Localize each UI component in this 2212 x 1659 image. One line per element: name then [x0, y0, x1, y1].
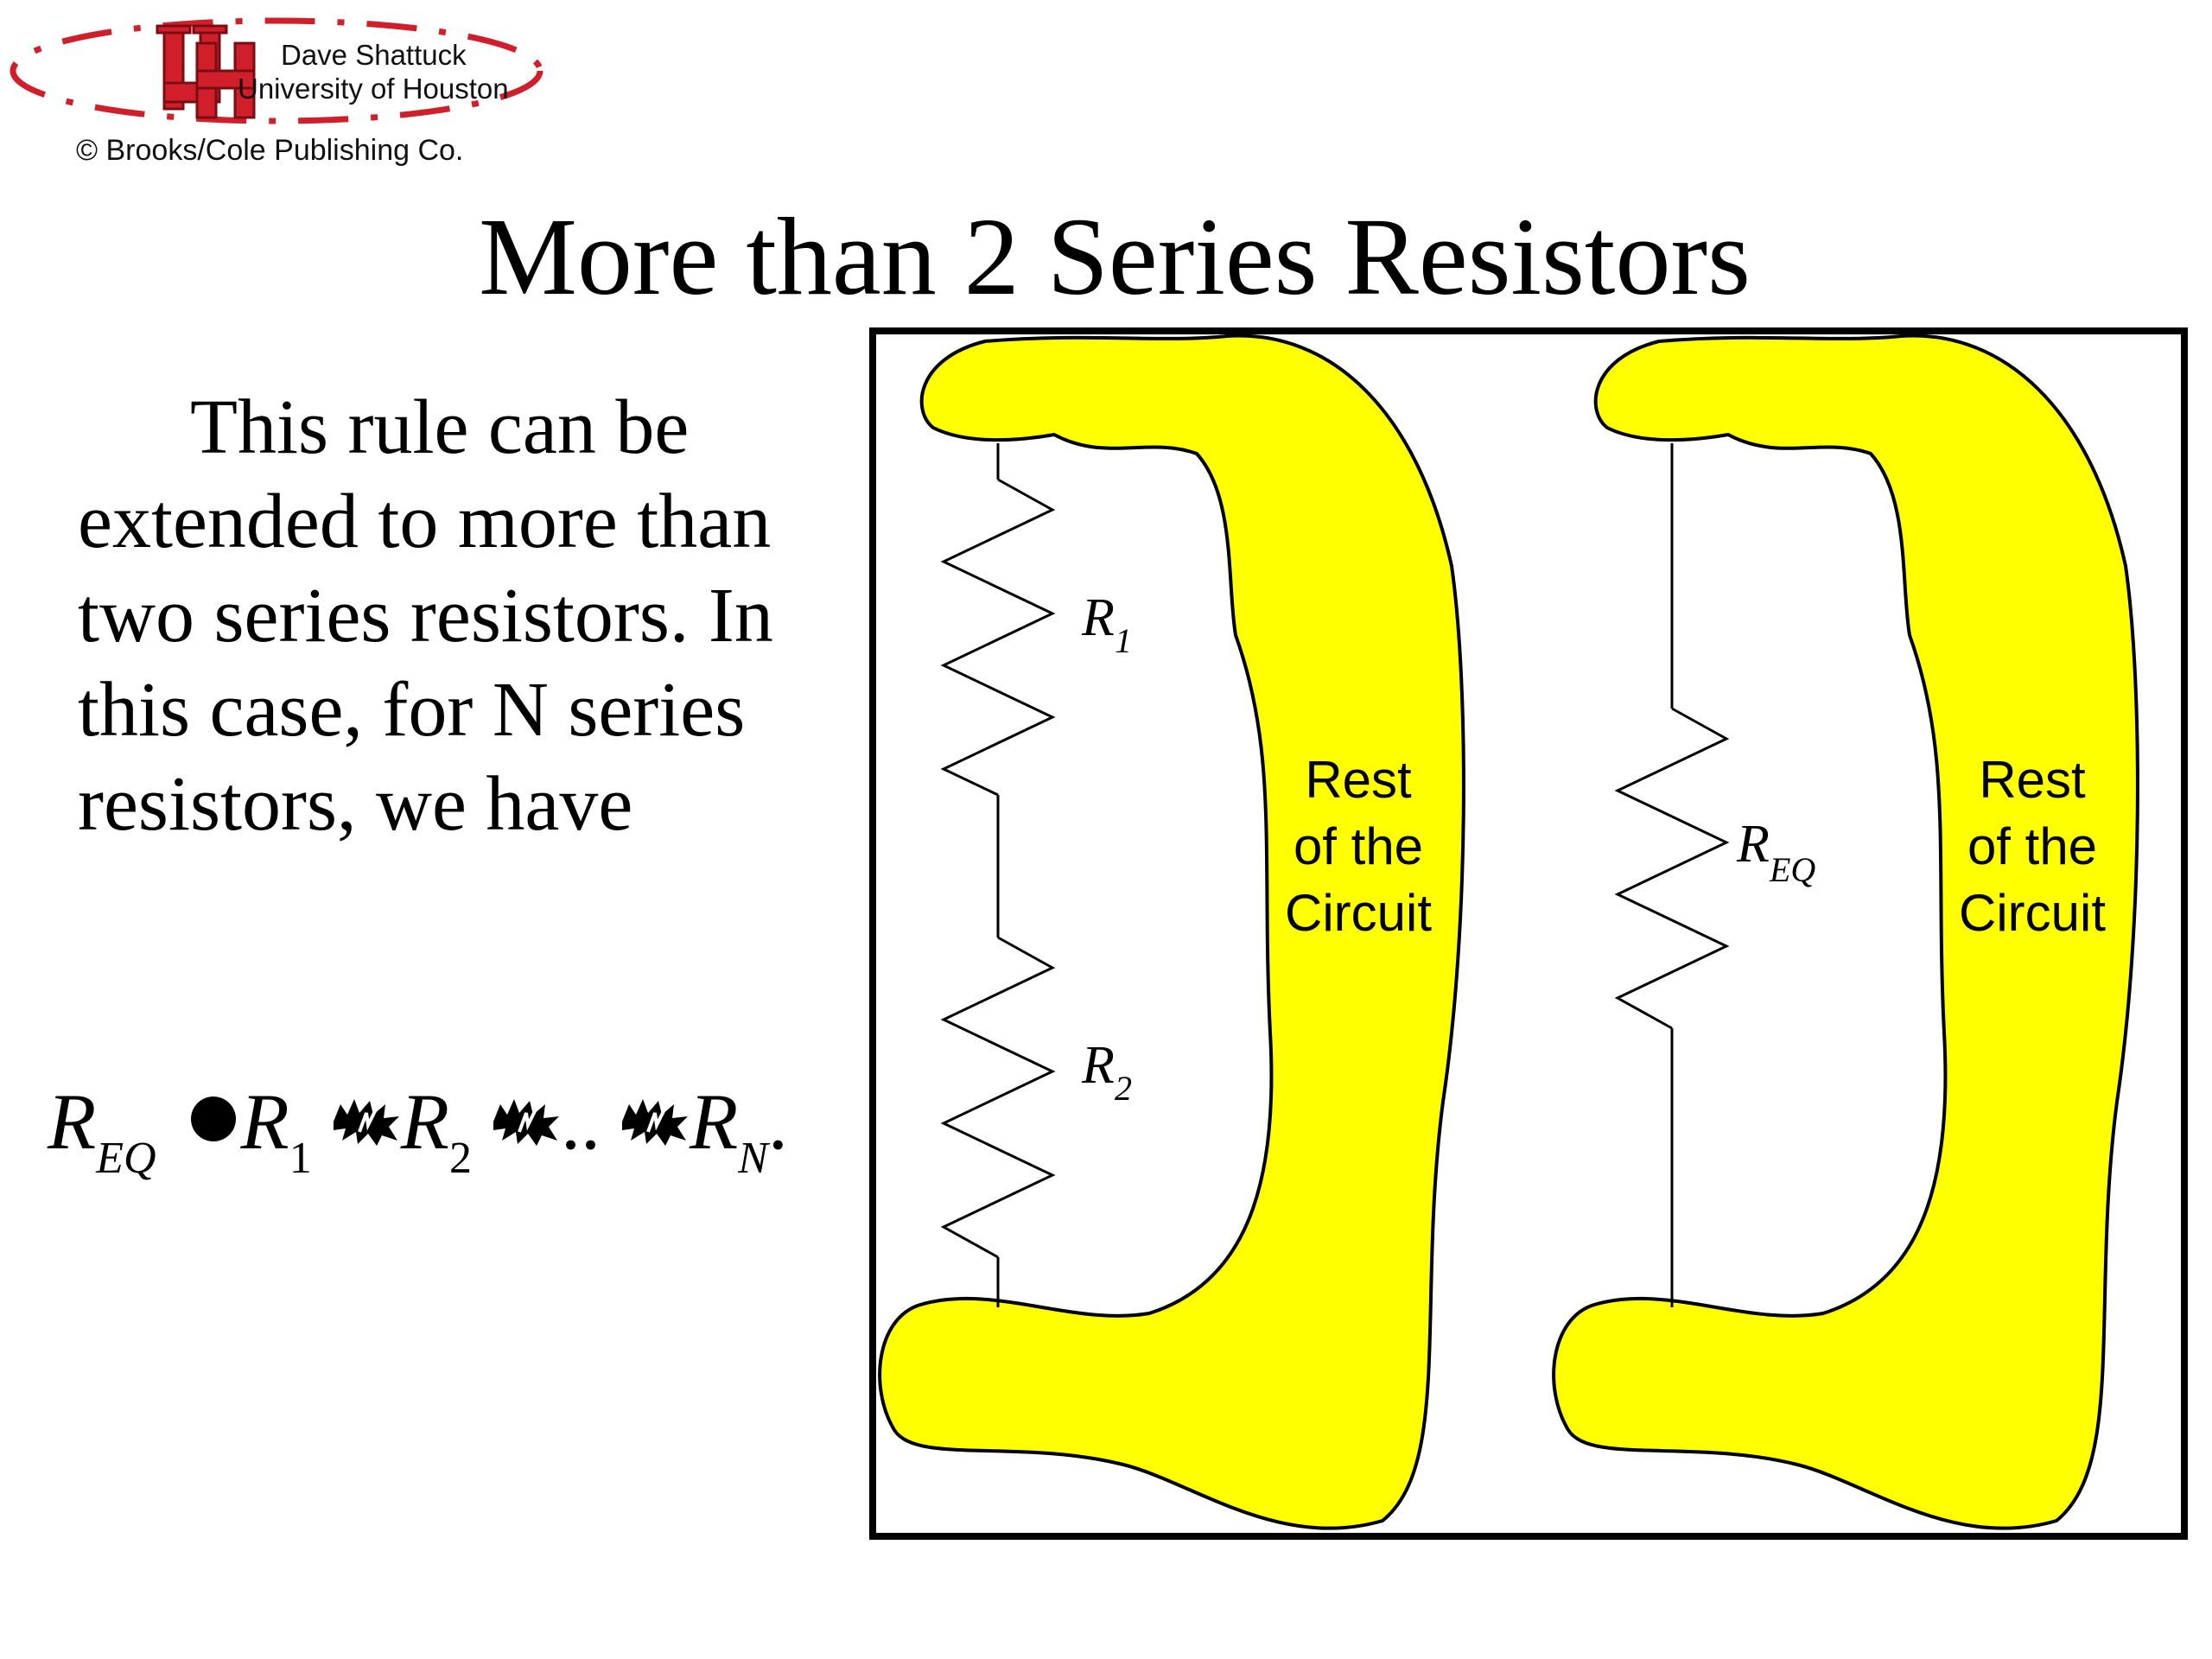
eq-sub-eq: EQ — [96, 1134, 156, 1183]
body-paragraph: This rule can be extended to more than t… — [78, 385, 773, 847]
circuit-diagram: R 1 R 2 R EQ Rest of the Circuit Rest of… — [864, 324, 2195, 1542]
right-equivalent-resistor — [1614, 443, 1730, 1307]
rest-of-circuit-blob-right — [1552, 334, 2139, 1530]
right-blob-text-line3: Circuit — [1959, 884, 2106, 942]
resistor-req-zigzag — [1614, 707, 1730, 1030]
label-r2-sub: 2 — [1115, 1069, 1132, 1108]
plus-glyph-icon — [493, 1098, 559, 1146]
copyright-notice: © Brooks/Cole Publishing Co. — [76, 134, 464, 167]
eq-sub-2: 2 — [448, 1134, 472, 1183]
label-r1-symbol: R — [1081, 588, 1115, 647]
slide-title: More than 2 Series Resistors — [479, 195, 1751, 318]
resistor-r2-zigzag — [940, 936, 1056, 1259]
plus-glyph-icon — [333, 1098, 399, 1146]
left-blob-text-line1: Rest — [1305, 751, 1412, 809]
equals-glyph-icon — [190, 1096, 236, 1141]
uh-logo: Dave Shattuck University of Houston © Br… — [0, 0, 588, 173]
eq-ellipsis: .. — [560, 1077, 601, 1166]
eq-sub-1: 1 — [289, 1134, 312, 1183]
eq-r1-symbol: R — [240, 1077, 289, 1166]
resistor-r1-zigzag — [940, 478, 1056, 797]
right-blob-text-line2: of the — [1967, 817, 2097, 875]
plus-glyph-icon — [621, 1098, 688, 1146]
right-blob-text-line1: Rest — [1979, 751, 2086, 809]
label-req-sub: EQ — [1769, 850, 1815, 889]
eq-end-period: . — [767, 1077, 788, 1166]
left-blob-text-line2: of the — [1294, 817, 1423, 875]
uh-mark-icon — [156, 24, 256, 119]
eq-r-symbol: R — [48, 1077, 97, 1166]
logo-ellipse — [10, 17, 543, 124]
eq-rn-symbol: R — [689, 1077, 739, 1166]
left-blob-text-line3: Circuit — [1285, 884, 1432, 942]
label-r2-symbol: R — [1081, 1036, 1115, 1095]
left-series-resistors — [940, 443, 1056, 1307]
label-req-symbol: R — [1736, 815, 1770, 874]
eq-sub-n: N — [738, 1134, 768, 1183]
rest-of-circuit-blob-left — [878, 334, 1465, 1530]
label-r1-sub: 1 — [1115, 621, 1132, 660]
logo-university: University of Houston — [238, 73, 509, 105]
logo-author-name: Dave Shattuck — [281, 39, 467, 71]
eq-r2-symbol: R — [400, 1077, 449, 1166]
